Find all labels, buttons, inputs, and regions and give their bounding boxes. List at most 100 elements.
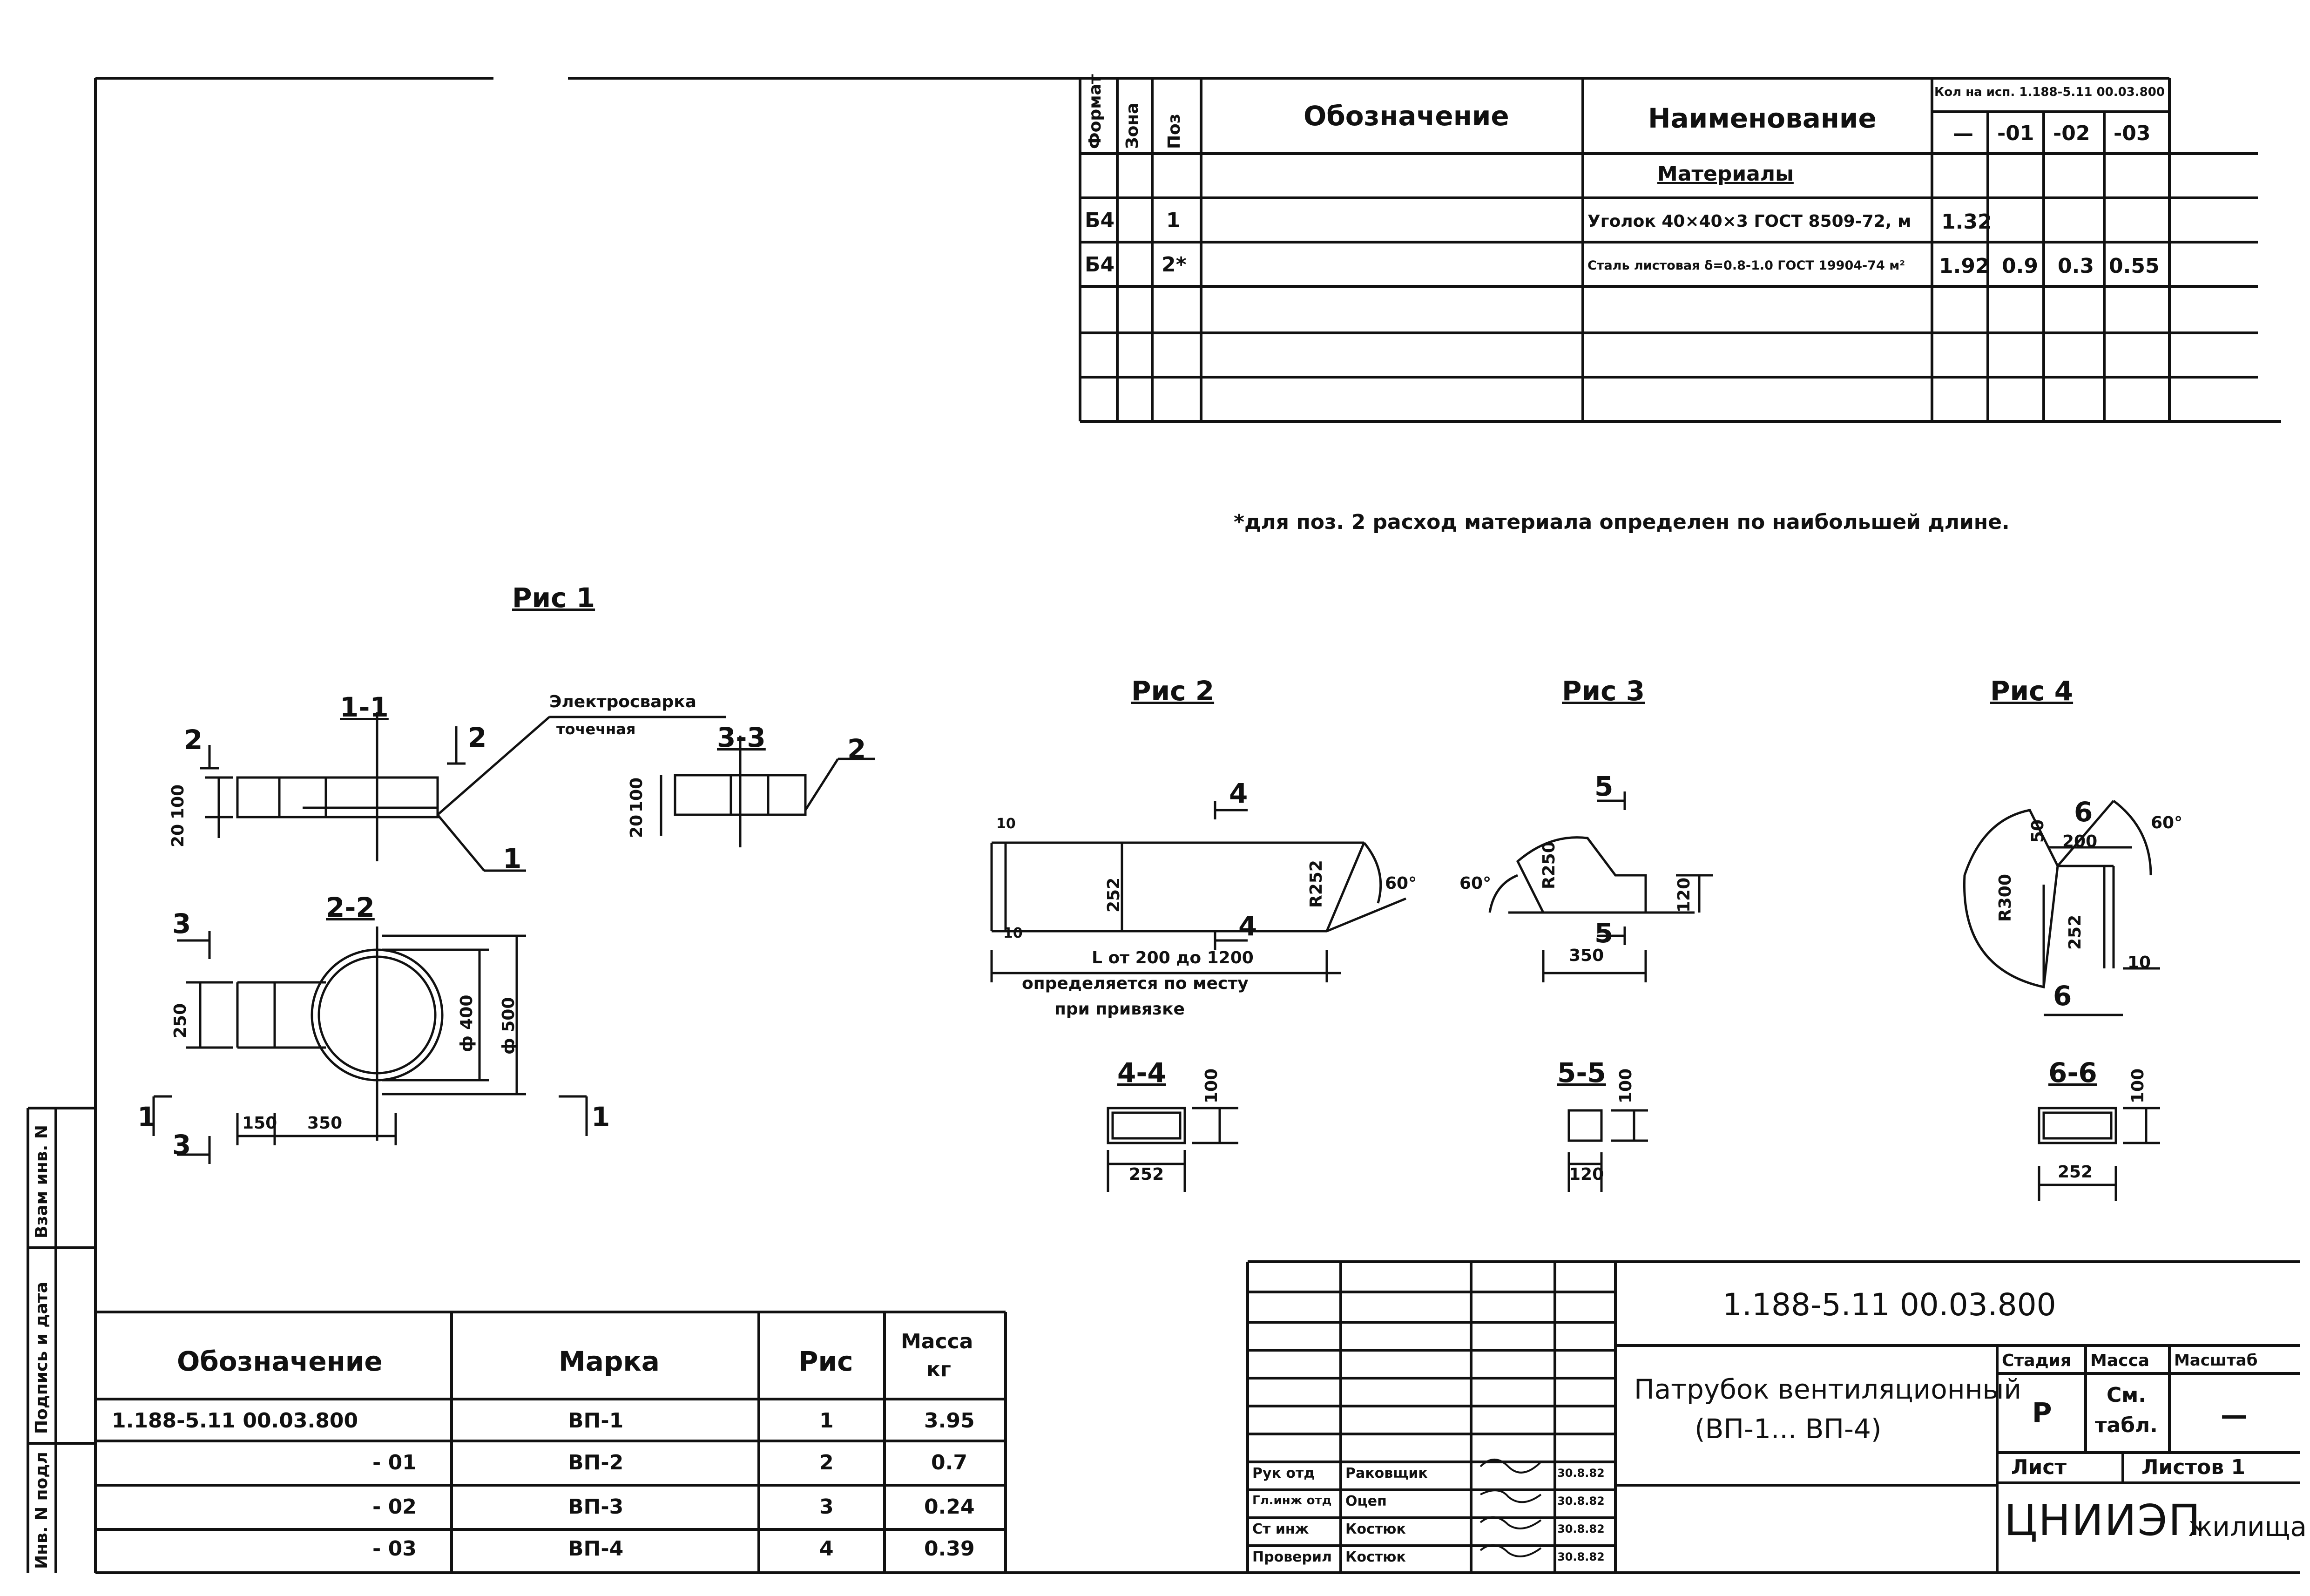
variant-1: -01 [1997, 122, 2034, 145]
row1-format: Б4 [1085, 209, 1115, 232]
org-name: жилища [2188, 1511, 2307, 1542]
fig1-weld: Электросварка [549, 692, 696, 711]
stamp-sign: Подпись и дата [32, 1282, 51, 1434]
stamp-vzam: Взам инв. N [32, 1125, 51, 1238]
fig1-m1-right: 1 [591, 1101, 610, 1133]
fig1-m2-sec: 2 [847, 733, 866, 765]
row1-pos: 1 [1166, 209, 1181, 232]
fig2-h2: 100 [1202, 1068, 1221, 1103]
stage-label: Стадия [2002, 1351, 2071, 1370]
person1-name: Раковщик [1345, 1465, 1428, 1481]
fig3-sec-bot: 5 [1594, 917, 1614, 949]
row2-pos: 2* [1162, 253, 1187, 277]
fig3-sh: 100 [1616, 1068, 1635, 1103]
fig2-ang: 60° [1385, 874, 1417, 893]
fig1-m2-left: 2 [184, 724, 203, 756]
stage-value: Р [2032, 1397, 2052, 1428]
parts-row1-fig: 1 [819, 1409, 834, 1433]
org-logo: ЦНИИЭП [2004, 1495, 2202, 1545]
fig1-m1-left: 1 [137, 1101, 156, 1133]
fig2-title: Рис 2 [1131, 675, 1215, 707]
fig4-sh: 100 [2128, 1068, 2148, 1103]
mass-label: Масса [2090, 1351, 2150, 1370]
fig1-dim-d400: ф 400 [457, 994, 476, 1052]
fig4-a: 50 [2028, 819, 2047, 843]
sheets-label: Листов 1 [2141, 1455, 2245, 1479]
person4-name: Костюк [1345, 1549, 1406, 1565]
sheet-label: Лист [2011, 1455, 2067, 1479]
person1-role: Рук отд [1252, 1465, 1315, 1481]
parts-row2-mark: ВП-2 [568, 1451, 624, 1474]
fig4-sec-bot: 6 [2053, 980, 2072, 1012]
fig1-dim-350: 350 [307, 1114, 343, 1133]
parts-header-mass-unit: кг [926, 1358, 951, 1381]
parts-row3-mass: 0.24 [924, 1495, 975, 1519]
fig1-sec-dim-100: 100 [627, 777, 646, 812]
mass-value-2: табл. [2095, 1413, 2158, 1437]
fig2-t-bot: 10 [1003, 925, 1023, 941]
doc-title-1: Патрубок вентиляционный [1634, 1373, 2022, 1405]
fig3-sw: 120 [1569, 1165, 1604, 1184]
parts-row2-mass: 0.7 [931, 1451, 967, 1474]
fig2-len: L от 200 до 1200 [1092, 948, 1254, 967]
fig1-s33: 3-3 [717, 722, 766, 753]
fig4-h: 252 [2066, 914, 2085, 950]
variant-0: — [1953, 122, 1973, 145]
row2-q2: 0.3 [2058, 254, 2094, 278]
doc-title-2: (ВП-1... ВП-4) [1695, 1413, 1882, 1445]
person2-role: Гл.инж отд [1252, 1494, 1332, 1508]
parts-row3-fig: 3 [819, 1495, 834, 1519]
parts-row2-designation: - 01 [372, 1451, 417, 1474]
row2-q0: 1.92 [1939, 254, 1990, 278]
person3-date: 30.8.82 [1557, 1522, 1605, 1535]
scale-label: Масштаб [2174, 1351, 2258, 1370]
fig2-s44: 4-4 [1117, 1057, 1166, 1089]
fig2-sec-top: 4 [1229, 778, 1248, 809]
parts-row4-fig: 4 [819, 1537, 834, 1561]
parts-row1-designation: 1.188-5.11 00.03.800 [112, 1409, 358, 1433]
fig1-m1-weld: 1 [503, 843, 522, 874]
person3-name: Костюк [1345, 1521, 1406, 1537]
fig1-m3-top: 3 [172, 908, 191, 940]
fig4-w: 200 [2062, 832, 2098, 851]
variant-2: -02 [2053, 122, 2090, 145]
fig3-w: 350 [1569, 946, 1604, 965]
fig2-note2: при привязке [1054, 1000, 1185, 1019]
fig3-s55: 5-5 [1557, 1057, 1606, 1089]
fig2-t-top: 10 [996, 816, 1016, 832]
section-materials: Материалы [1657, 162, 1794, 186]
col-zone-header: Зона [1123, 102, 1142, 149]
person4-role: Проверил [1252, 1549, 1332, 1565]
fig1-dim-20: 20 [169, 824, 188, 847]
fig2-w: 252 [1129, 1165, 1164, 1184]
fig3-h: 120 [1675, 877, 1694, 913]
col-pos-header: Поз [1165, 114, 1184, 149]
fig4-r: R300 [1996, 874, 2015, 922]
row2-q1: 0.9 [2002, 254, 2038, 278]
scale-value: — [2221, 1399, 2248, 1431]
fig2-r: R252 [1307, 860, 1326, 908]
fig4-sw: 252 [2058, 1163, 2093, 1182]
fig4-s66: 6-6 [2048, 1057, 2097, 1089]
fig1-dim-d500: ф 500 [499, 997, 518, 1055]
person1-date: 30.8.82 [1557, 1467, 1605, 1480]
parts-header-mark: Марка [559, 1346, 660, 1377]
fig1-title: Рис 1 [512, 582, 595, 614]
fig4-t: 10 [2128, 953, 2151, 972]
col-format-header: Формат [1086, 74, 1105, 149]
fig1-weld2: точечная [556, 720, 636, 738]
col-qty-header: Кол на исп. 1.188-5.11 00.03.800 [1934, 85, 2165, 99]
fig1-m3-bot: 3 [172, 1129, 191, 1161]
parts-header-mass: Масса [901, 1330, 973, 1353]
parts-header-designation: Обозначение [177, 1346, 383, 1377]
col-name-header: Наименование [1648, 102, 1877, 134]
fig3-r: R250 [1540, 841, 1559, 889]
parts-row2-fig: 2 [819, 1451, 834, 1474]
fig1-s22: 2-2 [326, 892, 375, 923]
fig3-ang: 60° [1459, 874, 1492, 893]
parts-row1-mass: 3.95 [924, 1409, 975, 1433]
row1-name: Уголок 40×40×3 ГОСТ 8509-72, м [1587, 212, 1911, 231]
fig1-dim-150: 150 [242, 1114, 277, 1133]
person4-date: 30.8.82 [1557, 1550, 1605, 1563]
